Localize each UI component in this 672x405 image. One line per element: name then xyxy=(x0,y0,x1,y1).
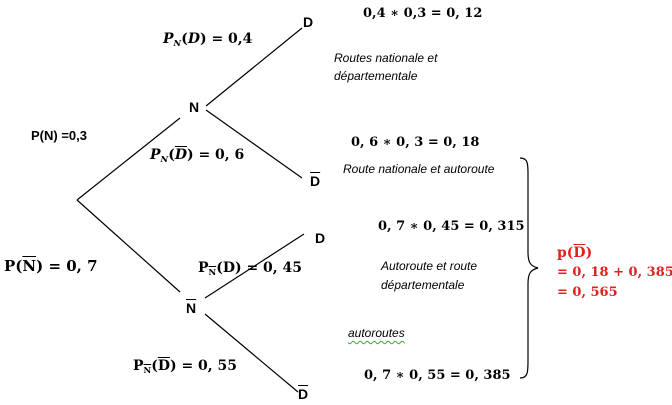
branch-prob-nbar-d-sub: N xyxy=(208,266,217,277)
branch-prob-nbar-dbar-event: D xyxy=(157,358,170,374)
branch-prob-n-dbar-p: P xyxy=(150,147,161,163)
branch-prob-nbar-lhs-close: ) xyxy=(36,257,44,275)
annotation-routes-nationale-departementale-line2: départementale xyxy=(334,69,418,83)
branch-prob-n-dbar-close: ) xyxy=(186,147,194,163)
branch-prob-nbar-d-event: D xyxy=(222,260,235,276)
result-event: D xyxy=(573,245,586,261)
branch-prob-nbar-dbar-rhs: = 0, 55 xyxy=(181,358,238,374)
edge-n-d xyxy=(205,27,303,107)
branch-prob-n: P(N) =0,3 xyxy=(31,128,87,143)
product-bottom: 0, 7 ∗ 0, 55 = 0, 385 xyxy=(364,368,511,383)
branch-prob-nbar-d-p: P xyxy=(198,260,209,276)
edge-nbar-d xyxy=(204,233,305,299)
node-dbar-upper: D xyxy=(310,173,321,189)
product-upper: 0, 6 ∗ 0, 3 = 0, 18 xyxy=(351,135,480,150)
product-top: 0,4 ∗ 0,3 = 0, 12 xyxy=(363,6,483,21)
edge-root-n xyxy=(76,117,181,201)
branch-prob-nbar-lhs-p: P( xyxy=(4,257,23,275)
result-close: ) xyxy=(585,245,593,261)
branch-prob-n-dbar: PN(D) = 0, 6 xyxy=(150,148,244,163)
annotation-autoroute-departementale-line1: Autoroute et route xyxy=(381,259,478,273)
branch-prob-nbar-d-rhs: = 0, 45 xyxy=(246,260,303,276)
result-open: ( xyxy=(566,245,574,261)
branch-prob-n-d-sub: N xyxy=(173,37,182,48)
annotation-autoroute-departementale-line2: départementale xyxy=(381,278,465,292)
branch-prob-n-dbar-rhs: = 0, 6 xyxy=(198,147,245,163)
branch-prob-n-d-open: ( xyxy=(181,31,188,47)
branch-prob-nbar: P(N) = 0, 7 xyxy=(4,259,98,274)
annotation-route-nationale-autoroute: Route nationale et autoroute xyxy=(343,162,495,176)
annotation-autoroutes: autoroutes xyxy=(348,326,405,340)
branch-prob-n-d: PN(D) = 0,4 xyxy=(163,32,252,47)
branch-prob-nbar-dbar-p: P xyxy=(133,358,144,374)
branch-prob-n-d-rhs: = 0,4 xyxy=(211,31,253,47)
result-line1: p(D) xyxy=(557,246,592,260)
node-d-top: D xyxy=(303,14,314,30)
edge-root-nbar xyxy=(76,199,181,293)
branch-prob-n-dbar-event: D xyxy=(174,147,187,163)
curly-brace xyxy=(519,157,539,379)
branch-prob-nbar-dbar-close: ) xyxy=(169,358,177,374)
branch-prob-nbar-event: N xyxy=(22,257,37,275)
product-lower: 0, 7 ∗ 0, 45 = 0, 315 xyxy=(378,219,525,234)
branch-prob-nbar-d-close: ) xyxy=(234,260,242,276)
branch-prob-nbar-dbar-sub: N xyxy=(143,364,152,375)
branch-prob-n-d-p: P xyxy=(163,31,174,47)
result-line3: = 0, 565 xyxy=(557,285,618,300)
edge-nbar-dbar xyxy=(204,313,299,393)
node-n: N xyxy=(189,99,200,115)
node-nbar: N xyxy=(186,300,197,316)
branch-prob-n-d-close: ) xyxy=(199,31,207,47)
annotation-routes-nationale-departementale-line1: Routes nationale et xyxy=(334,51,438,65)
node-dbar-bottom: D xyxy=(298,386,309,402)
branch-prob-nbar-d-open: ( xyxy=(216,260,223,276)
branch-prob-nbar-dbar-open: ( xyxy=(151,358,158,374)
result-line2: = 0, 18 + 0, 385 xyxy=(557,265,672,280)
result-p: p xyxy=(557,245,567,261)
branch-prob-n-d-event: D xyxy=(187,31,200,47)
branch-prob-nbar-dbar: PN(D) = 0, 55 xyxy=(133,359,237,374)
branch-prob-nbar-d: PN(D) = 0, 45 xyxy=(198,261,302,276)
branch-prob-nbar-rhs: = 0, 7 xyxy=(48,257,98,275)
node-d-lower: D xyxy=(315,230,326,246)
edge-n-dbar xyxy=(205,109,303,179)
branch-prob-n-dbar-sub: N xyxy=(160,153,169,164)
branch-prob-n-dbar-open: ( xyxy=(168,147,175,163)
